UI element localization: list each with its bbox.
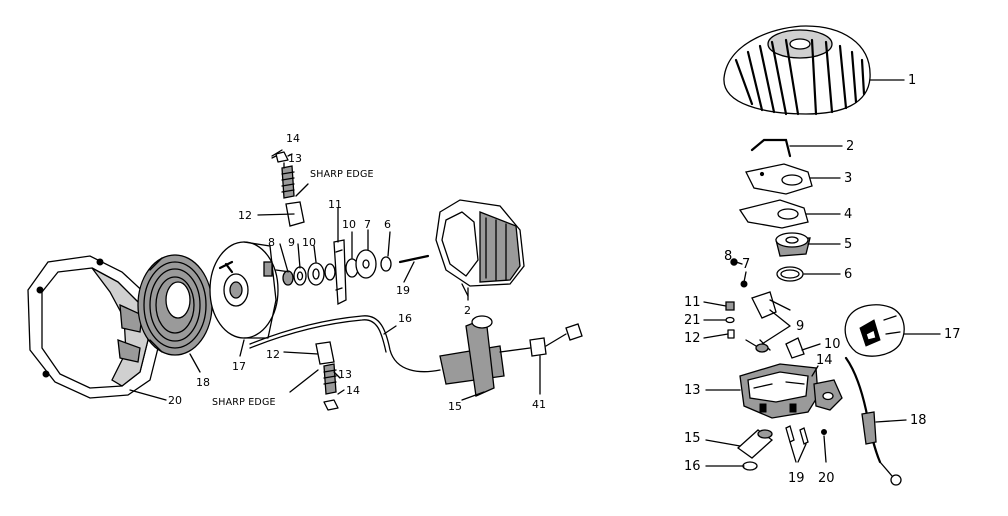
caption-sharp-edge-lower: SHARP EDGE	[212, 397, 276, 408]
label-r12: 12	[684, 331, 701, 346]
label-9: 9	[288, 236, 295, 249]
parts-11-21-12-screws	[725, 301, 735, 339]
part-2-wire-bracket	[750, 138, 792, 158]
label-r19: 19	[788, 471, 805, 486]
part-18-ignition-lead	[844, 356, 902, 486]
part-18-recoil-spring	[137, 254, 213, 356]
part-41-cable-end	[529, 323, 583, 357]
label-20: 20	[168, 394, 182, 407]
parts-12-13-14-lower-dog-spring-screw	[315, 341, 339, 411]
label-r10: 10	[824, 337, 841, 352]
parts-19-20-pins	[785, 425, 827, 445]
part-15-handle	[439, 315, 531, 397]
part-11-friction-plate	[333, 239, 347, 306]
label-11: 11	[328, 198, 342, 211]
caption-sharp-edge-upper: SHARP EDGE	[310, 169, 374, 180]
part-17-ignition-coil	[844, 304, 905, 357]
callout-labels-right: 1 2 3 4 5 6 8 7 11 21 12 9 10 17 13 14 1…	[684, 73, 961, 486]
label-17: 17	[232, 360, 246, 373]
part-6-o-ring	[776, 266, 804, 282]
part-4-gasket	[738, 199, 809, 229]
label-r5: 5	[844, 237, 852, 252]
label-r21: 21	[684, 313, 701, 328]
label-14-lower: 14	[346, 384, 360, 397]
label-r3: 3	[844, 171, 852, 186]
part-3-mounting-plate	[745, 163, 813, 195]
label-16: 16	[398, 312, 412, 325]
label-10-b: 10	[342, 218, 356, 231]
parts-8-9-10-washers	[282, 262, 336, 286]
part-1-flywheel	[723, 25, 871, 116]
label-13-lower: 13	[338, 368, 352, 381]
label-12-lower: 12	[266, 348, 280, 361]
label-r7: 7	[742, 257, 750, 272]
label-r8: 8	[724, 249, 732, 264]
part-15-cam-follower	[736, 429, 774, 459]
label-7: 7	[364, 218, 371, 231]
label-r6: 6	[844, 267, 852, 282]
label-41: 41	[532, 398, 546, 411]
label-r4: 4	[844, 207, 852, 222]
leader-lines	[129, 79, 941, 467]
part-20-starter-housing	[27, 255, 161, 399]
label-18: 18	[196, 376, 210, 389]
label-2: 2	[464, 304, 471, 317]
label-14-upper: 14	[286, 132, 300, 145]
part-19-pin	[398, 254, 430, 264]
part-13-armature-housing	[739, 363, 819, 419]
part-2-starter-cup	[435, 199, 525, 297]
label-12-upper: 12	[238, 209, 252, 222]
parts-10-7-6-washers	[345, 249, 392, 279]
label-8: 8	[268, 236, 275, 249]
label-r15: 15	[684, 431, 701, 446]
label-19: 19	[396, 284, 410, 297]
label-r16: 16	[684, 459, 701, 474]
label-r17: 17	[944, 327, 961, 342]
label-10-a: 10	[302, 236, 316, 249]
part-16-cable	[249, 315, 441, 373]
label-6: 6	[384, 218, 391, 231]
label-r18: 18	[910, 413, 927, 428]
label-r9: 9	[796, 319, 804, 334]
callout-labels-left: 14 13 12 11 8 9 10 10 7 6 19 2 16 12 13 …	[168, 132, 546, 413]
label-r1: 1	[908, 73, 916, 88]
label-13-upper: 13	[288, 152, 302, 165]
label-r11: 11	[684, 295, 701, 310]
label-r2: 2	[846, 139, 854, 154]
part-9-breaker-points	[745, 291, 791, 353]
part-16-washer	[742, 461, 758, 471]
label-r20: 20	[818, 471, 835, 486]
part-5-bushing	[775, 232, 811, 257]
parts-12-13-14-upper-dog-spring-screw	[271, 151, 309, 227]
label-r14: 14	[816, 353, 833, 368]
part-17-pulley	[209, 241, 291, 339]
part-14-bracket	[813, 379, 843, 411]
label-15: 15	[448, 400, 462, 413]
label-r13: 13	[684, 383, 701, 398]
part-10-clip	[785, 337, 805, 359]
